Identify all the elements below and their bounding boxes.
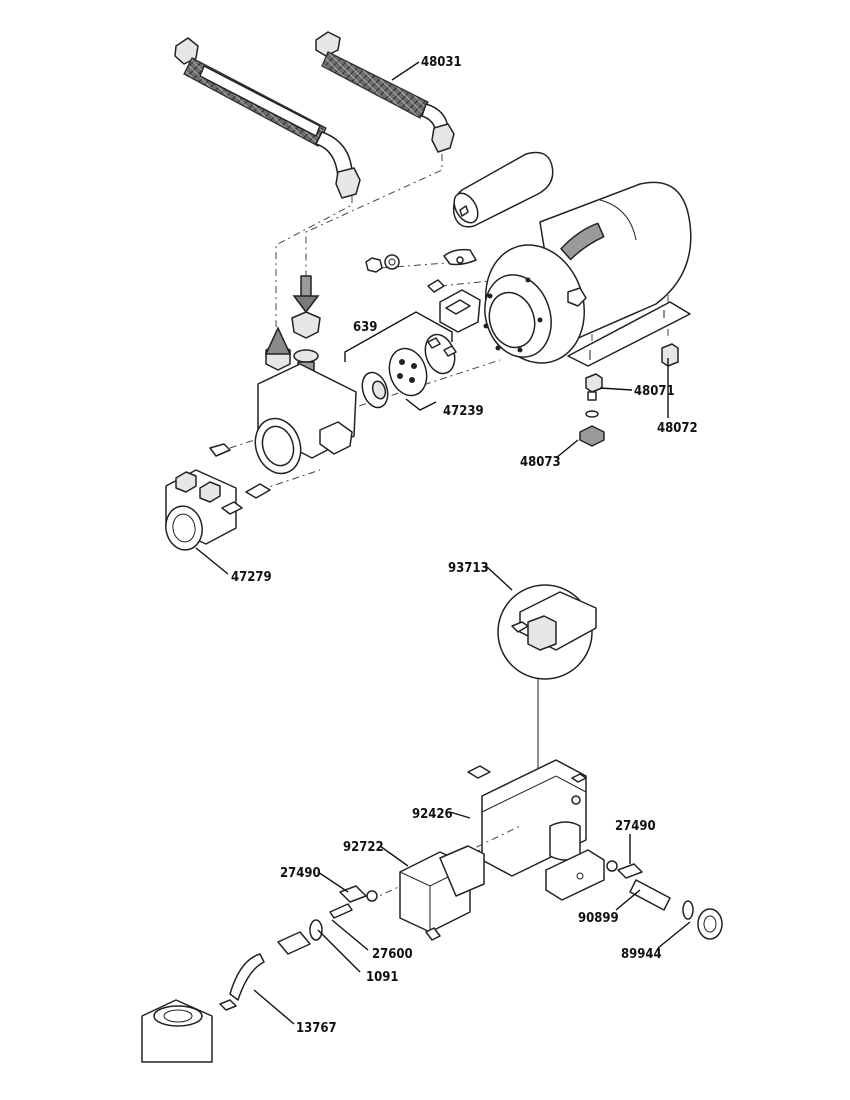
coupling-group: [344, 311, 457, 409]
water-tank: [141, 999, 213, 1063]
callout-48071: 48071: [634, 384, 675, 399]
braided-hose-right: [315, 31, 455, 153]
capacitor: [452, 151, 554, 228]
callout-48073: 48073: [520, 455, 561, 470]
callout-1091: 1091: [366, 970, 399, 985]
pump-head: [165, 469, 243, 551]
callout-27600: 27600: [372, 947, 413, 962]
callout-92426: 92426: [412, 807, 453, 822]
callout-leaders: [195, 61, 691, 1025]
callout-27490-right: 27490: [615, 819, 656, 834]
callout-92722: 92722: [343, 840, 384, 855]
callout-48072: 48072: [657, 421, 698, 436]
callout-47239: 47239: [443, 404, 484, 419]
callout-labels: 48031 639 47239 48071 48072 48073 47279 …: [231, 55, 698, 1036]
left-fittings: [219, 885, 378, 1011]
callout-13767: 13767: [296, 1021, 337, 1036]
callout-90899: 90899: [578, 911, 619, 926]
mounting-feet: [579, 343, 679, 447]
callout-639: 639: [353, 320, 377, 335]
callout-47279: 47279: [231, 570, 272, 585]
nut-and-washer: [365, 254, 445, 293]
solenoid-coil: [399, 845, 485, 941]
valve-detail-bubble: [497, 584, 597, 790]
electric-motor: [439, 181, 692, 367]
pump-body: [209, 326, 357, 499]
callout-48031: 48031: [421, 55, 462, 70]
callout-89944: 89944: [621, 947, 662, 962]
callout-27490-left: 27490: [280, 866, 321, 881]
braided-hose-left: [174, 37, 361, 199]
right-fittings: [606, 860, 723, 940]
valve-body-assembly: [369, 759, 605, 901]
callout-93713: 93713: [448, 561, 489, 576]
